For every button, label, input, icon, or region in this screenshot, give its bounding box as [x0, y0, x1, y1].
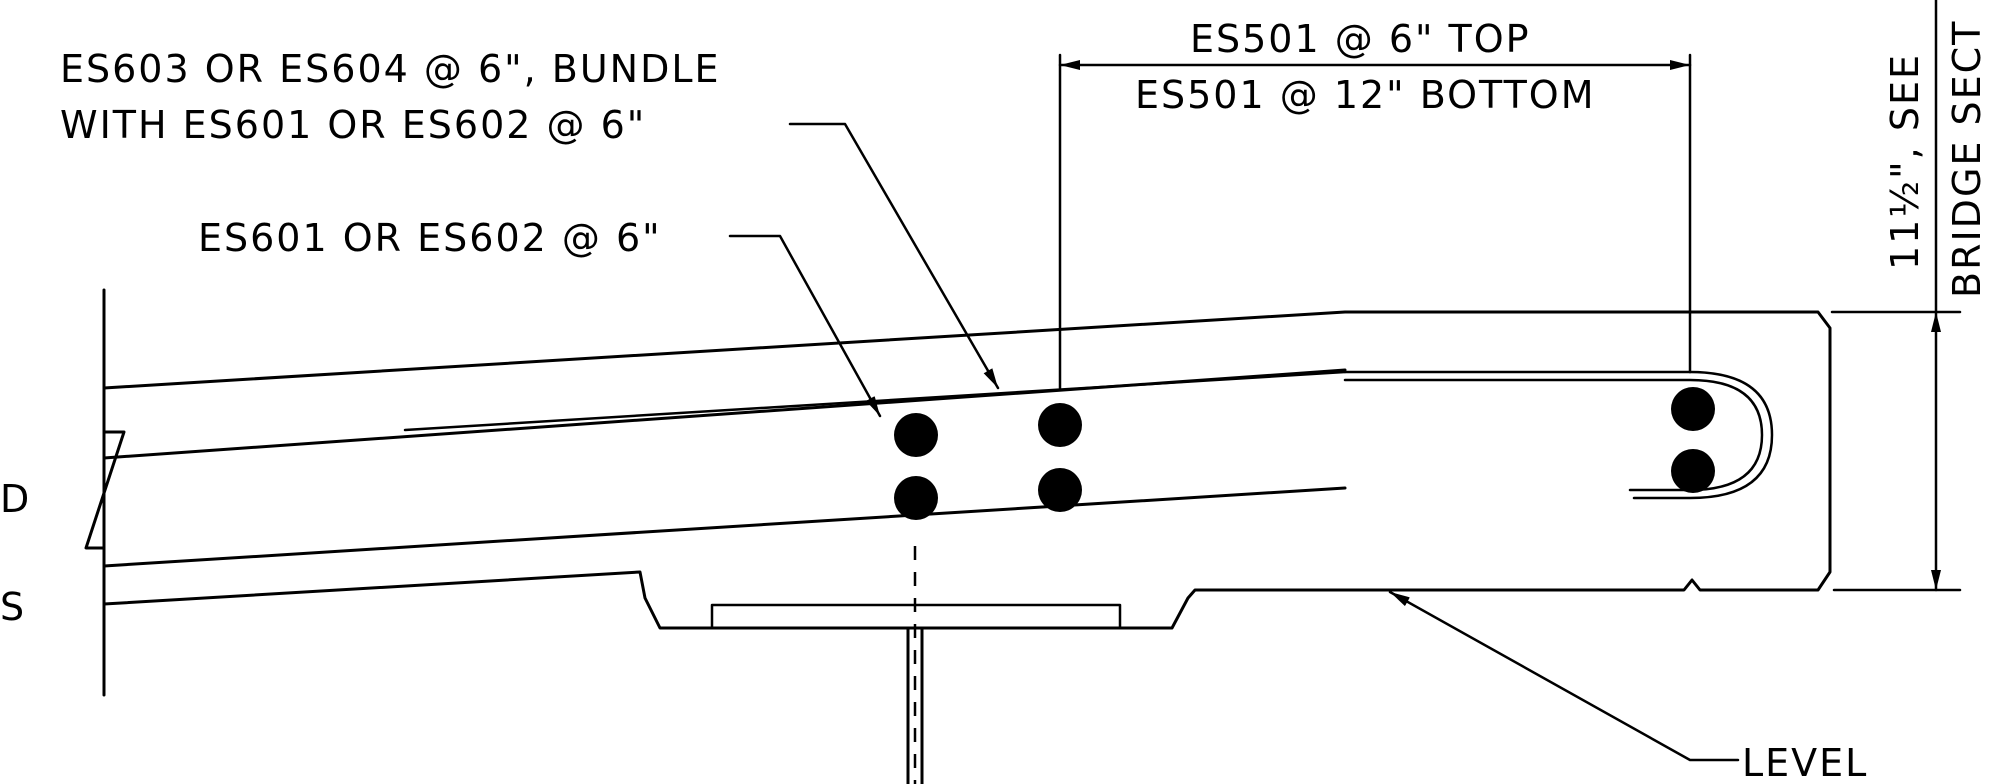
deck-slab-outline [102, 310, 1832, 630]
slab-depth-dimension [1830, 0, 1962, 592]
top-rebar-line [403, 370, 1774, 500]
rebar-dots [894, 387, 1715, 520]
es501-dimension [1058, 53, 1692, 390]
edge-label-s: S [0, 585, 26, 629]
level-label: LEVEL [1742, 741, 1868, 784]
rebar-dot [1671, 387, 1715, 431]
girder [710, 546, 1122, 784]
rebar-dot [1671, 449, 1715, 493]
rebar-dot [1038, 403, 1082, 447]
deck-break-line [84, 288, 126, 697]
leader-lines [728, 122, 1740, 762]
dim-label-top: ES501 @ 6" TOP [1190, 17, 1531, 61]
vertical-note-1: 11½", SEE [1883, 53, 1927, 270]
note-bundle-line1: ES603 OR ES604 @ 6", BUNDLE [60, 47, 721, 91]
rebar-dot [894, 476, 938, 520]
rebar-dot [894, 413, 938, 457]
rebar-dot [1038, 468, 1082, 512]
edge-label-d: D [0, 477, 31, 521]
dim-label-bottom: ES501 @ 12" BOTTOM [1135, 73, 1596, 117]
vertical-note-2: BRIDGE SECT [1945, 20, 1989, 298]
note-es601: ES601 OR ES602 @ 6" [198, 216, 662, 260]
note-bundle-line2: WITH ES601 OR ES602 @ 6" [60, 103, 646, 147]
